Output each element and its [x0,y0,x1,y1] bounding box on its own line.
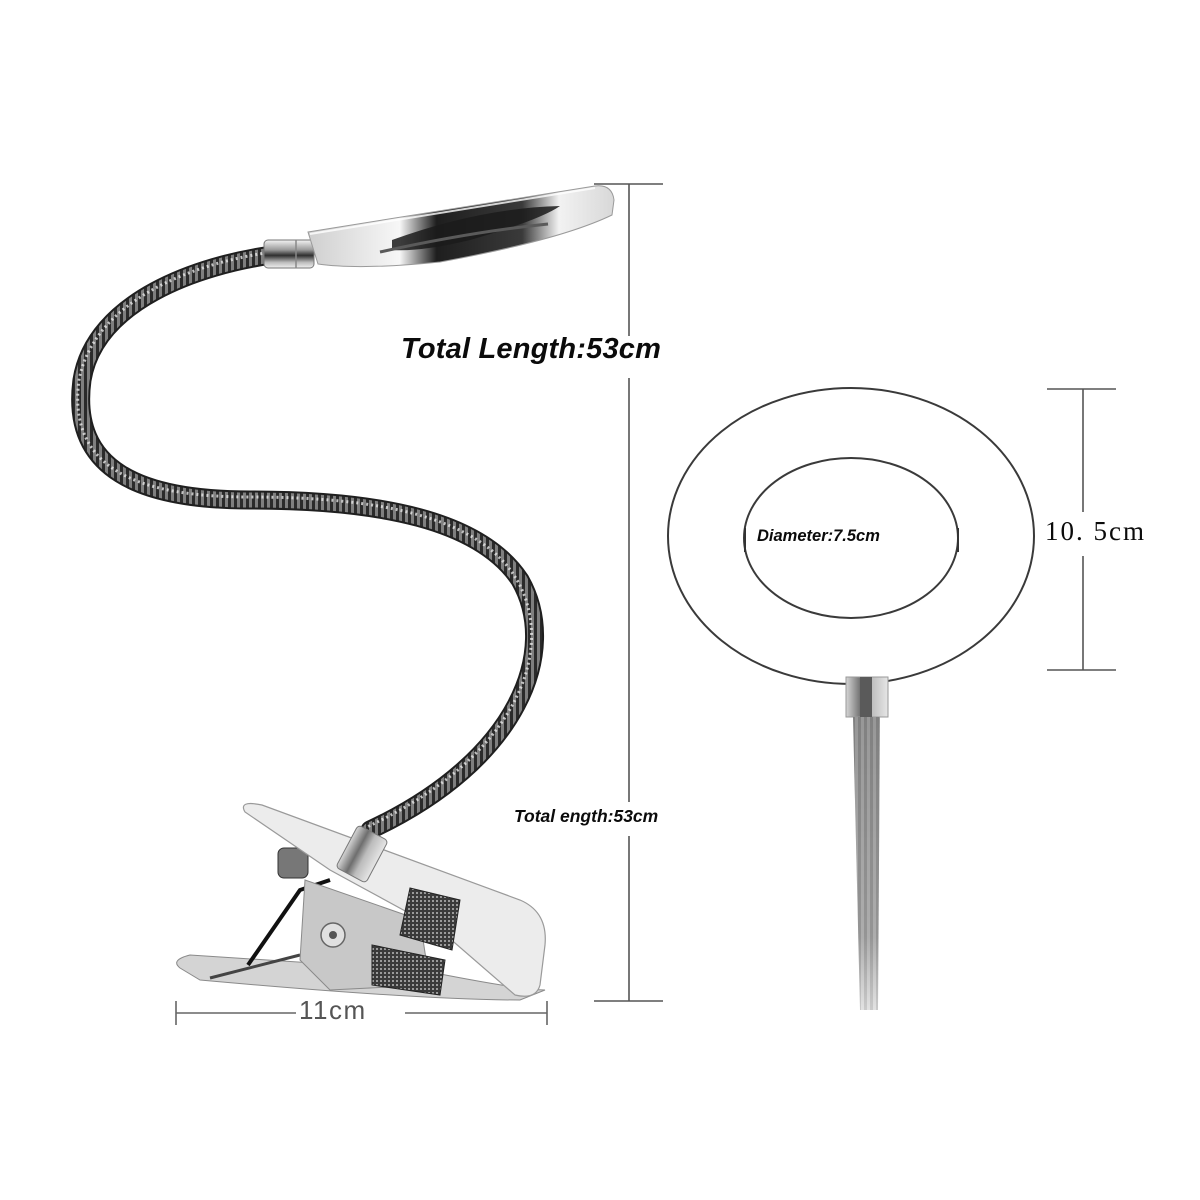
head-height-dimension-line [1047,388,1116,671]
head-height-label: 10. 5cm [1043,516,1148,547]
inner-diameter-label: Diameter:7.5cm [757,527,880,545]
gooseneck-arm [71,245,545,840]
total-length-dimension-line [594,183,663,1002]
total-length-secondary-label: Total ength:53cm [514,806,659,826]
clip-width-label: 11cm [296,995,370,1026]
ring-head-front-view [667,387,1035,685]
clip-width-dimension-line [175,1001,548,1025]
total-length-label: Total Length:53cm [401,333,662,365]
ring-head-neck-front [845,676,889,1010]
clip-base [176,802,546,1001]
head-connector [263,239,315,269]
lamp-head-side [307,185,615,268]
